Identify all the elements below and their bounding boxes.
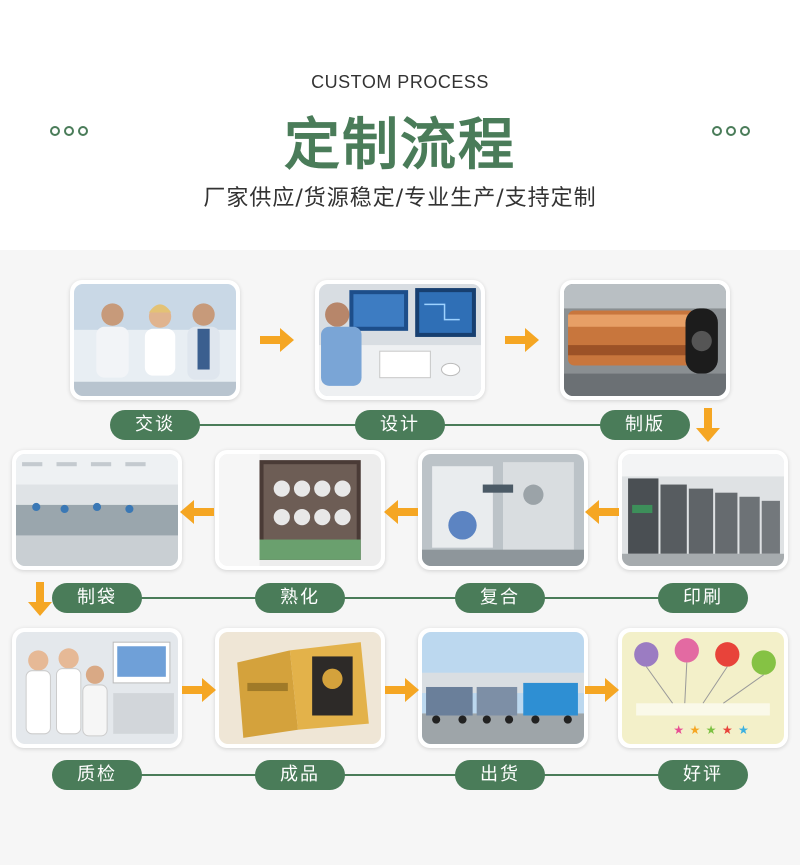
arrow-down-icon — [28, 582, 52, 616]
tagline: 厂家供应/货源稳定/专业生产/支持定制 — [203, 186, 597, 211]
quality-inspection-image — [16, 632, 178, 744]
arrow-left-icon — [384, 500, 418, 524]
arrow-down-icon — [696, 408, 720, 442]
photo-finished-product — [215, 628, 385, 748]
process-flow: 交谈 设计 制版 — [0, 250, 800, 865]
curing-room-image — [219, 454, 381, 566]
arrow-right-icon — [385, 678, 419, 702]
step-label-curing: 熟化 — [255, 583, 345, 613]
svg-text:★: ★ — [689, 723, 700, 737]
design-image — [319, 284, 481, 396]
finished-bag-image — [219, 632, 381, 744]
step-label-talk: 交谈 — [110, 410, 200, 440]
step-label-bagmaking: 制袋 — [52, 583, 142, 613]
arrow-right-icon — [505, 328, 539, 352]
row2-connector — [95, 597, 705, 599]
factory-floor-image — [16, 454, 178, 566]
svg-text:★: ★ — [706, 723, 717, 737]
svg-text:★: ★ — [738, 723, 749, 737]
row3-connector — [95, 774, 705, 776]
five-star-review-image: ★ ★ ★ ★ ★ — [622, 632, 784, 744]
plate-cylinder-image — [564, 284, 726, 396]
photo-shipping — [418, 628, 588, 748]
step-label-shipping: 出货 — [455, 760, 545, 790]
svg-text:★: ★ — [722, 723, 733, 737]
printing-press-image — [622, 454, 784, 566]
photo-inspection — [12, 628, 182, 748]
photo-design — [315, 280, 485, 400]
svg-text:★: ★ — [673, 723, 684, 737]
step-label-inspection: 质检 — [52, 760, 142, 790]
decorative-dots-left — [50, 126, 88, 136]
photo-bagmaking — [12, 450, 182, 570]
step-label-finished-product: 成品 — [255, 760, 345, 790]
arrow-left-icon — [180, 500, 214, 524]
subtitle-english: CUSTOM PROCESS — [311, 72, 489, 92]
page-title: 定制流程 — [284, 113, 516, 178]
photo-platemaking — [560, 280, 730, 400]
arrow-right-icon — [585, 678, 619, 702]
photo-lamination — [418, 450, 588, 570]
arrow-right-icon — [260, 328, 294, 352]
shipping-trucks-image — [422, 632, 584, 744]
decorative-dots-right — [712, 126, 750, 136]
step-label-lamination: 复合 — [455, 583, 545, 613]
step-label-printing: 印刷 — [658, 583, 748, 613]
step-label-review: 好评 — [658, 760, 748, 790]
photo-curing — [215, 450, 385, 570]
step-label-platemaking: 制版 — [600, 410, 690, 440]
meeting-image — [74, 284, 236, 396]
header: CUSTOM PROCESS 定制流程 厂家供应/货源稳定/专业生产/支持定制 — [0, 0, 800, 250]
arrow-right-icon — [182, 678, 216, 702]
photo-printing — [618, 450, 788, 570]
arrow-left-icon — [585, 500, 619, 524]
step-label-design: 设计 — [355, 410, 445, 440]
photo-talk — [70, 280, 240, 400]
photo-review: ★ ★ ★ ★ ★ — [618, 628, 788, 748]
lamination-machine-image — [422, 454, 584, 566]
